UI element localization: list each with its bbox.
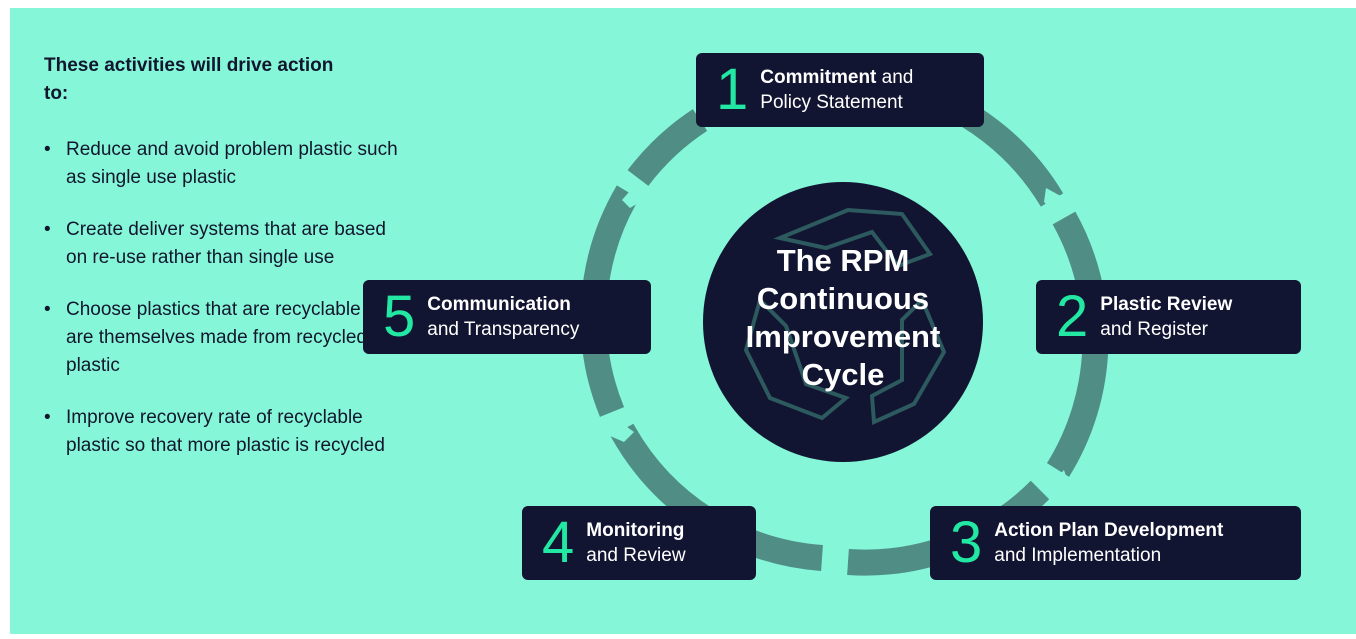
activity-text: Reduce and avoid problem plastic such as… [66, 139, 398, 188]
step-subtitle: and Register [1100, 319, 1208, 340]
chevron-down-icon [1048, 470, 1070, 496]
step-text: Action Plan Development and Implementati… [994, 518, 1223, 568]
step-text: Plastic Review and Register [1100, 292, 1232, 342]
list-item: • Improve recovery rate of recyclable pl… [44, 404, 404, 460]
cycle-title: The RPM Continuous Improvement Cycle [745, 243, 941, 392]
step-number: 1 [716, 57, 749, 122]
step-title-line: Commitment and [760, 65, 913, 90]
step-title: Monitoring [586, 520, 685, 541]
step-subtitle: and Implementation [994, 545, 1162, 566]
chevron-up-icon [610, 422, 634, 442]
step-subtitle: and Review [586, 545, 686, 566]
step-title: Action Plan Development [994, 520, 1224, 541]
step-subtitle: and Transparency [427, 319, 580, 340]
step-monitoring: 4 Monitoring and Review [522, 506, 756, 580]
step-action-plan: 3 Action Plan Development and Implementa… [930, 506, 1301, 580]
step-communication: 5 Communication and Transparency [363, 280, 651, 354]
step-number: 5 [383, 284, 416, 349]
step-number: 3 [950, 510, 983, 575]
intro-heading: These activities will drive action to: [44, 55, 334, 104]
list-item: • Create deliver systems that are based … [44, 216, 404, 272]
chevron-left-icon [834, 548, 846, 576]
center-circle [703, 182, 983, 462]
chevron-up-icon [622, 184, 640, 208]
activity-text: Create deliver systems that are based on… [66, 219, 386, 268]
chevron-right-icon [1044, 188, 1068, 212]
step-text: Communication and Transparency [427, 292, 579, 342]
recycle-icon [743, 207, 947, 425]
step-title-suffix: and [876, 67, 914, 88]
bullet-icon: • [44, 219, 51, 240]
step-text: Commitment and Policy Statement [760, 65, 913, 115]
step-number: 4 [542, 510, 575, 575]
step-plastic-review: 2 Plastic Review and Register [1036, 280, 1301, 354]
step-text: Monitoring and Review [586, 518, 685, 568]
activity-text: Improve recovery rate of recyclable plas… [66, 407, 385, 456]
bullet-icon: • [44, 139, 51, 160]
cycle-ring-segment [627, 109, 708, 187]
step-title: Communication [427, 294, 571, 315]
step-title: Plastic Review [1100, 294, 1233, 315]
activity-text: Choose plastics that are recyclable and … [66, 299, 398, 376]
activity-list: • Reduce and avoid problem plastic such … [44, 136, 404, 484]
list-item: • Reduce and avoid problem plastic such … [44, 136, 404, 192]
bullet-icon: • [44, 407, 51, 428]
step-subtitle: Policy Statement [760, 92, 903, 113]
step-number: 2 [1056, 284, 1089, 349]
list-item: • Choose plastics that are recyclable an… [44, 296, 404, 380]
bullet-icon: • [44, 299, 51, 320]
step-commitment: 1 Commitment and Policy Statement [696, 53, 984, 127]
step-title: Commitment [760, 67, 877, 88]
